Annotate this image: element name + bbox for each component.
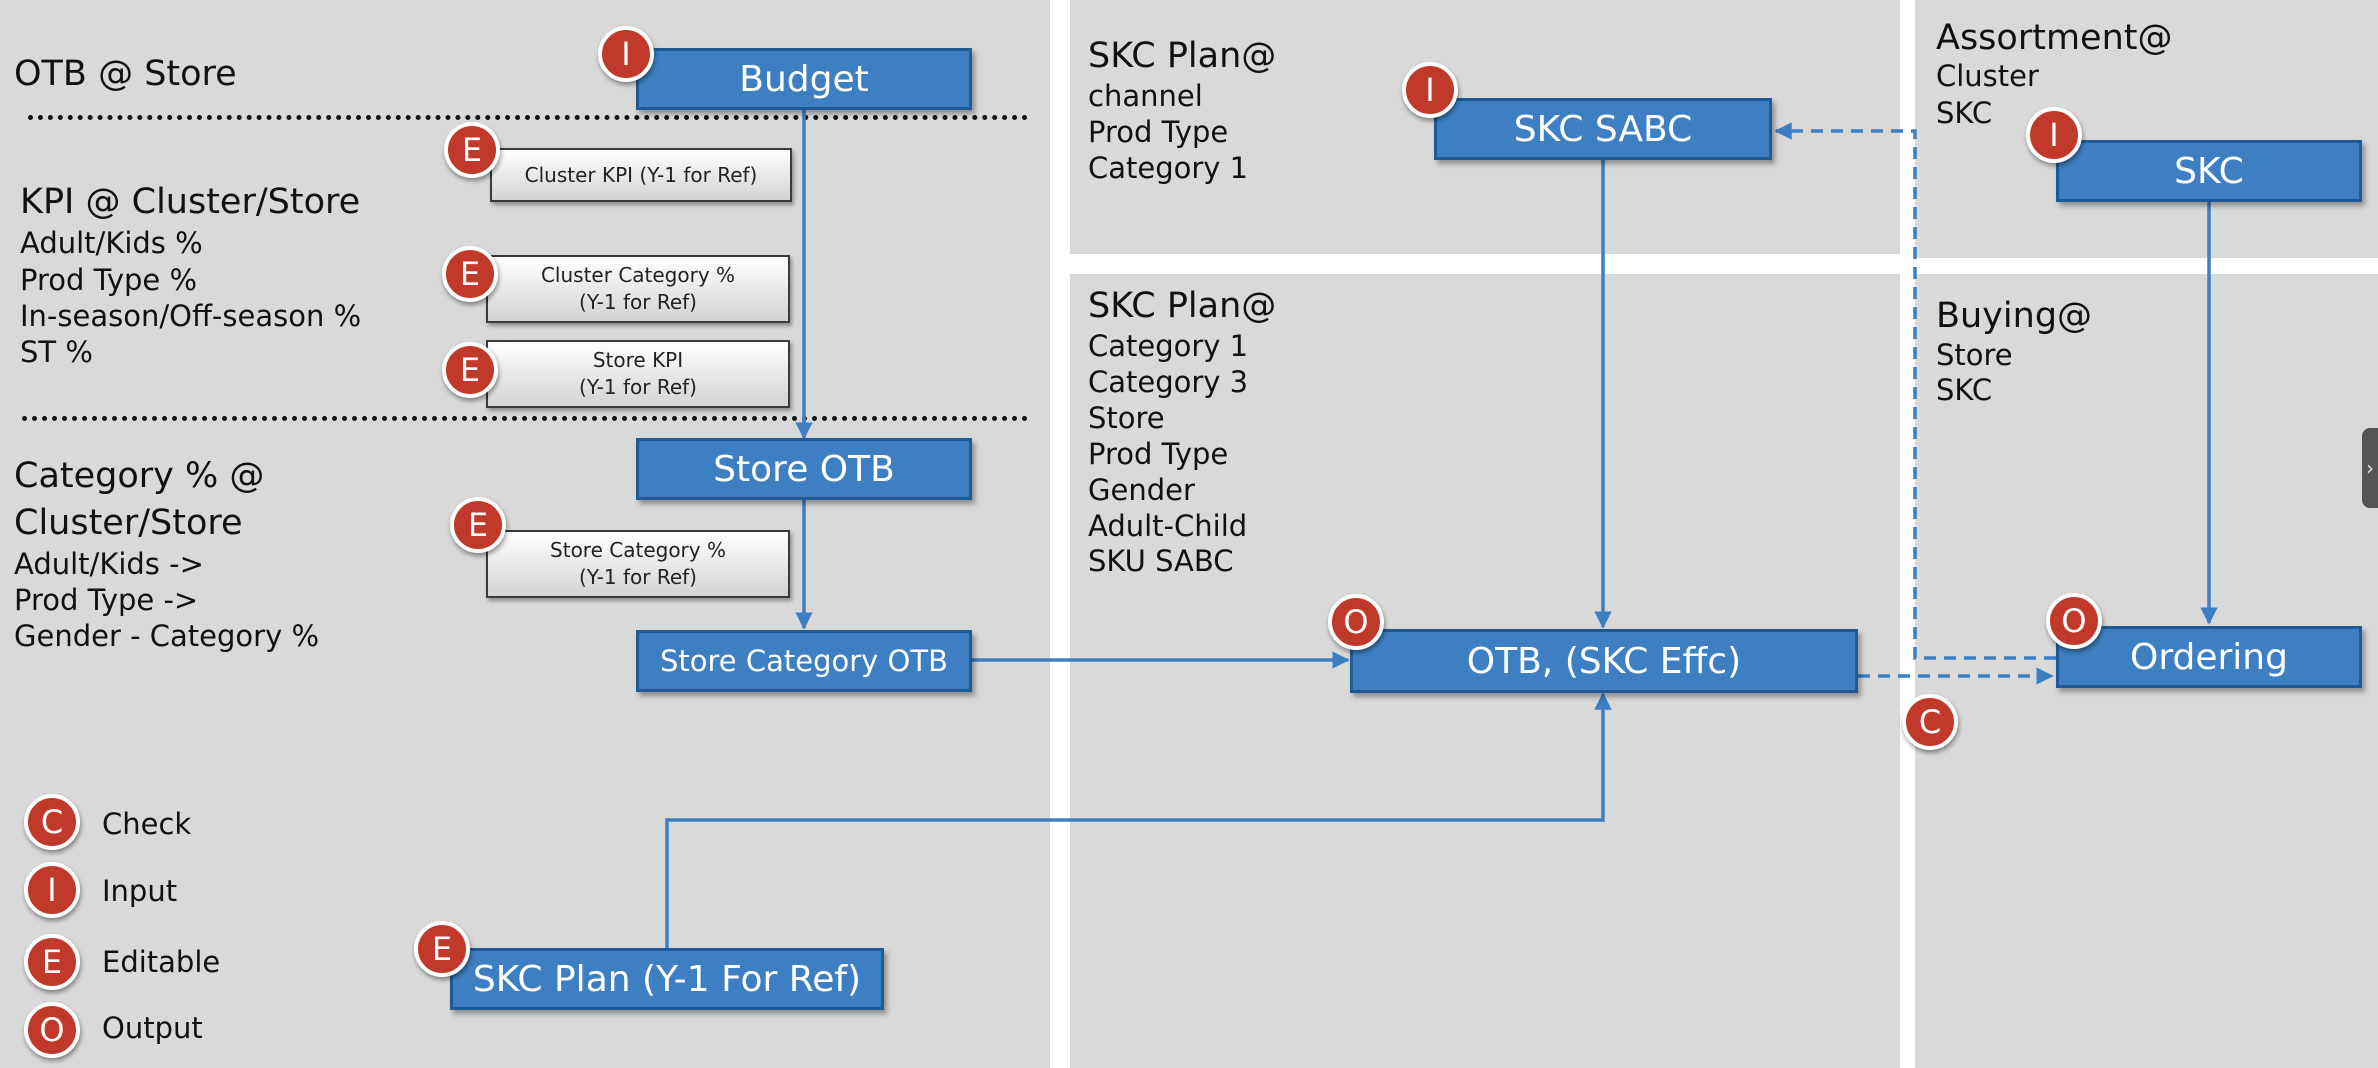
output-badge: O [2046,593,2102,649]
output-badge: O [24,1002,80,1058]
editable-badge: E [442,342,498,398]
skc-sabc-box: SKC SABC [1434,98,1772,160]
store-category-label: Store Category % [550,538,726,562]
buying-item: Store [1936,338,2013,372]
chevron-right-icon[interactable]: › [2362,428,2378,508]
buying-title: Buying@ [1936,296,2093,336]
category-title: Category % @ [14,456,265,496]
check-badge: C [1902,694,1958,750]
editable-badge: E [442,246,498,302]
category-title: Cluster/Store [14,503,243,543]
skc-plan-category-item: Category 3 [1088,365,1249,399]
editable-badge: E [414,921,470,977]
assortment-item: Cluster [1936,59,2039,93]
store-category-box: Store Category % (Y-1 for Ref) [486,530,790,598]
kpi-item: ST % [20,335,93,369]
otb-store-label: OTB @ Store [14,54,237,94]
input-badge: I [1402,62,1458,118]
legend-label: Output [102,1011,203,1045]
skc-plan-category-item: Category 1 [1088,329,1249,363]
budget-box: Budget [636,48,972,110]
skc-plan-category-item: Adult-Child [1088,509,1248,543]
skc-plan-channel-item: Category 1 [1088,151,1249,185]
kpi-item: Prod Type % [20,263,198,297]
skc-box: SKC [2056,140,2362,202]
skc-plan-category-item: Prod Type [1088,437,1229,471]
assortment-title: Assortment@ [1936,18,2173,58]
input-badge: I [24,862,80,918]
cluster-category-box: Cluster Category % (Y-1 for Ref) [486,255,790,323]
cluster-category-label: Cluster Category % [540,263,736,287]
input-badge: I [598,26,654,82]
legend-label: Input [102,874,178,908]
check-badge: C [24,794,80,850]
kpi-title: KPI @ Cluster/Store [20,182,361,222]
buying-item: SKC [1936,373,1993,407]
editable-badge: E [24,934,80,990]
cluster-category-ref: (Y-1 for Ref) [579,290,697,314]
category-item: Prod Type -> [14,583,199,617]
separator-line [28,115,1028,120]
category-item: Gender - Category % [14,619,320,653]
skc-plan-category-item: Gender [1088,473,1195,507]
skc-plan-channel-item: channel [1088,79,1203,113]
skc-plan-category-title: SKC Plan@ [1088,286,1277,326]
skc-plan-category-item: SKU SABC [1088,544,1234,578]
separator-line [22,416,1028,421]
skc-plan-channel-title: SKC Plan@ [1088,36,1277,76]
skc-plan-channel-item: Prod Type [1088,115,1229,149]
legend-label: Check [102,807,192,841]
category-item: Adult/Kids -> [14,547,204,581]
store-kpi-box: Store KPI (Y-1 for Ref) [486,340,790,408]
editable-badge: E [444,122,500,178]
store-kpi-ref: (Y-1 for Ref) [579,375,697,399]
kpi-item: In-season/Off-season % [20,299,362,333]
editable-badge: E [450,497,506,553]
cluster-kpi-box: Cluster KPI (Y-1 for Ref) [490,148,792,202]
store-category-otb-box: Store Category OTB [636,630,972,692]
store-kpi-label: Store KPI [592,348,684,372]
store-category-ref: (Y-1 for Ref) [579,565,697,589]
assortment-item: SKC [1936,96,1993,130]
input-badge: I [2026,107,2082,163]
skc-plan-category-item: Store [1088,401,1165,435]
kpi-item: Adult/Kids % [20,226,203,260]
output-badge: O [1328,594,1384,650]
otb-skc-effc-box: OTB, (SKC Effc) [1350,629,1858,693]
legend-label: Editable [102,945,221,979]
ordering-box: Ordering [2056,626,2362,688]
skc-plan-ref-box: SKC Plan (Y-1 For Ref) [450,948,884,1010]
store-otb-box: Store OTB [636,438,972,500]
